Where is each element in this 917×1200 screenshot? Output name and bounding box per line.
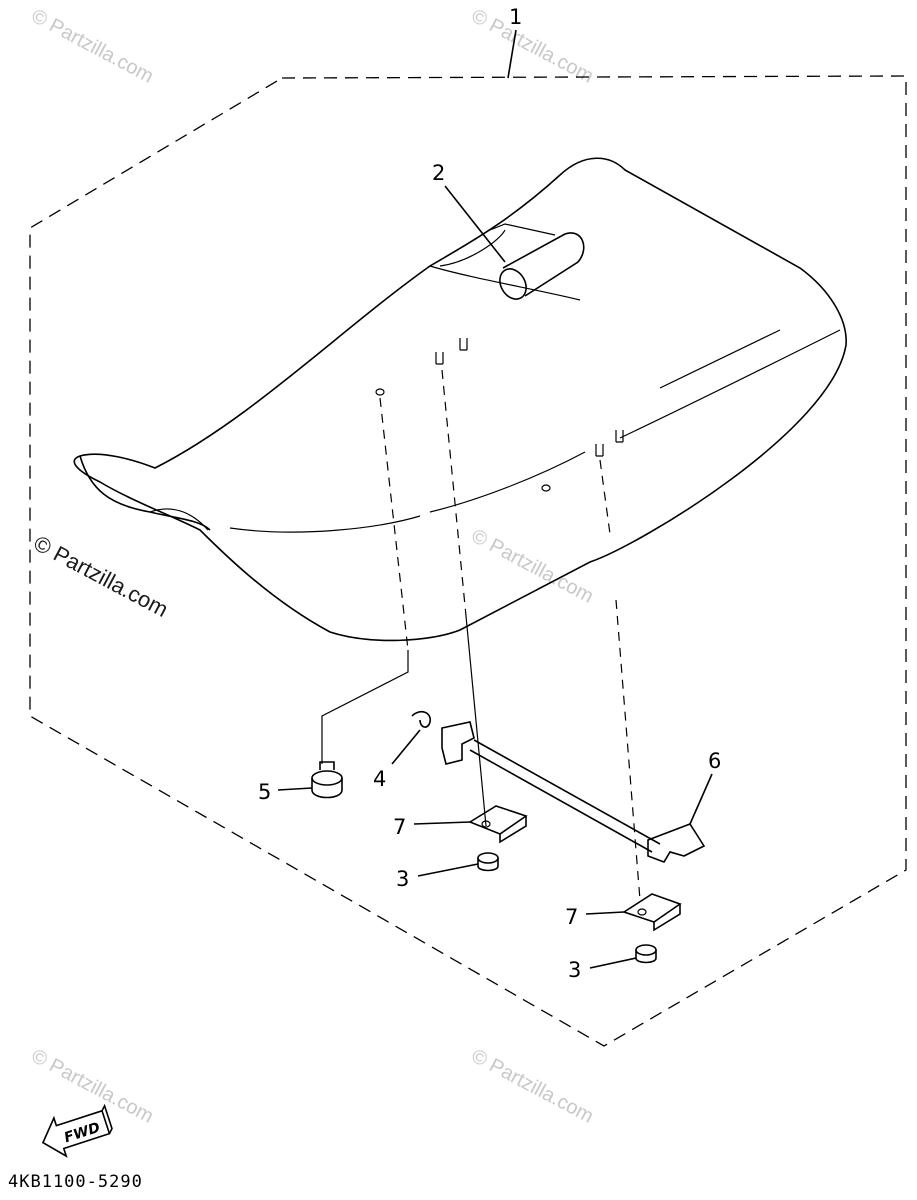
align-5-bend [321,650,409,764]
hole-5 [595,444,604,457]
damper [277,761,343,799]
leader-5 [277,787,313,791]
damper-body [311,778,343,799]
bracket-rear-hole [637,908,647,916]
watermark-group: © Partzilla.com © Partzilla.com © Partzi… [28,5,597,1128]
leader-7a [413,821,471,825]
align-7a [441,369,467,617]
fwd-arrow-outline [41,1109,111,1158]
watermark-bottom-left: © Partzilla.com [28,1045,157,1128]
nut-front-top [477,852,499,864]
callout-7b: 7 [565,905,578,929]
bracket-front-hole [481,820,491,828]
leader-7b [585,911,625,915]
fwd-arrow-shadow [101,1103,113,1135]
seat-front-tip [79,455,211,531]
collar-body [502,232,585,297]
bracket-front-body [468,805,528,835]
seat [73,157,847,642]
align-7b-lower [615,599,641,901]
align-7b [599,459,611,535]
bracket-front-tab [499,816,527,844]
callout-6: 6 [708,749,721,773]
callout-7a: 7 [393,815,406,839]
lock-rod-2 [469,749,653,853]
collar-base [489,223,556,236]
damper-stem [319,761,335,770]
seat-right-edge [619,329,841,439]
nut-front [417,852,499,877]
hole-1 [459,338,468,351]
leader-1 [507,29,517,79]
align-7a-solid [465,615,487,827]
callout-2: 2 [432,161,445,185]
seat-rear-hump [439,229,506,267]
bracket-front [413,805,528,844]
seat-outline [73,157,847,642]
callout-5: 5 [258,780,271,804]
bracket-rear-tab [653,904,681,932]
nut-rear-top [635,944,657,956]
watermark-top-left: © Partzilla.com [28,5,157,88]
hole-6 [541,484,551,492]
nut-front-body [477,858,499,872]
watermark-main: © Partzilla.com [30,530,173,622]
watermark-top-center: © Partzilla.com [468,5,597,88]
alignment-lines [321,369,641,901]
nut-rear [589,944,657,969]
lock-rod [473,739,661,845]
callout-4: 4 [373,767,386,791]
leader-3a [417,863,479,877]
watermark-bottom-center: © Partzilla.com [468,1045,597,1128]
seat-top-line [659,329,781,389]
nut-rear-body [635,950,657,964]
hole-4 [615,430,624,443]
part-number: 4KB1100-5290 [8,1172,143,1192]
seat-front-tip-inner [149,508,209,531]
watermark-mid-center: © Partzilla.com [468,525,597,608]
hole-2 [435,352,444,365]
seat-holes [375,338,624,492]
callout-3b: 3 [568,958,581,982]
leader-3b [589,957,637,969]
seat-lock [441,721,713,863]
callout-1: 1 [509,5,522,29]
callout-3a: 3 [396,867,409,891]
damper-top [311,770,343,786]
lock-hook-left [441,721,475,765]
bracket-rear-body [622,893,682,923]
seat-collar [444,185,585,300]
spring [391,710,431,765]
fwd-arrow: FWD [41,1103,113,1158]
collar-end [499,268,527,300]
align-5 [379,397,409,651]
seat-side-crease-2 [429,451,586,513]
seat-top-ridge [429,265,581,301]
leader-6 [689,773,713,825]
leader-2 [444,185,506,263]
lock-hook-right [647,823,706,863]
seat-side-crease [229,515,421,533]
spring-coil [411,710,431,728]
bracket-rear [585,893,682,932]
leader-4 [391,729,421,765]
assembly-boundary [29,75,907,1047]
hole-3 [375,388,385,396]
